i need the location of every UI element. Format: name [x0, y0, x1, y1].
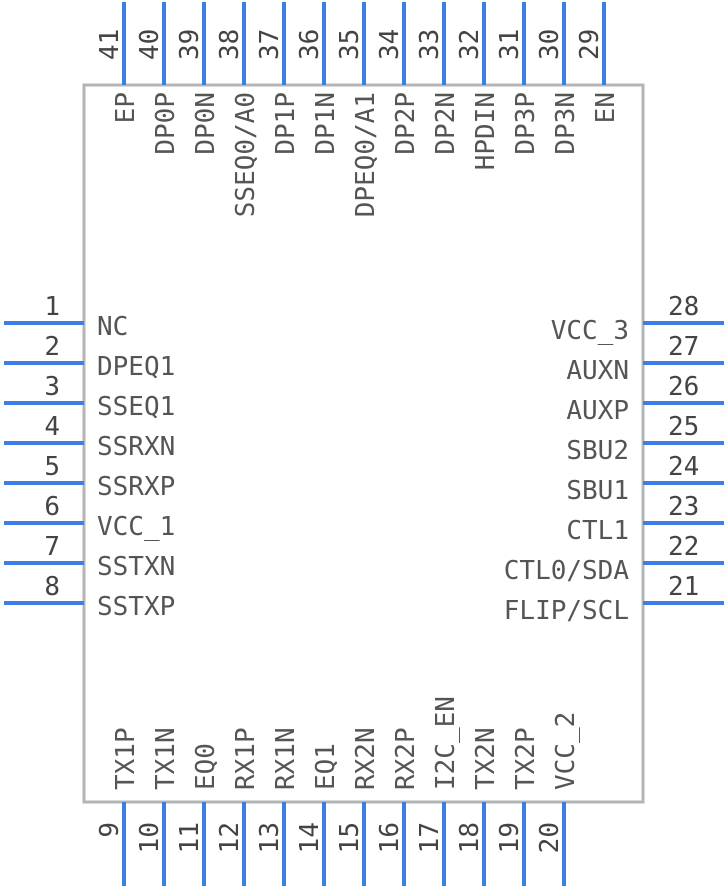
pin-label-22: CTL0/SDA	[504, 556, 630, 586]
pin-number-29: 29	[575, 29, 605, 60]
pin-label-17: I2C_EN	[431, 696, 461, 790]
pin-number-26: 26	[668, 372, 699, 402]
pin-number-21: 21	[668, 572, 699, 602]
pin-label-20: VCC_2	[551, 712, 581, 790]
pin-label-36: DP1N	[311, 92, 341, 155]
pin-label-29: EN	[591, 92, 621, 123]
pin-number-12: 12	[215, 822, 245, 853]
pin-number-7: 7	[44, 532, 60, 562]
pin-number-38: 38	[215, 29, 245, 60]
pin-number-35: 35	[335, 29, 365, 60]
pin-number-17: 17	[415, 822, 445, 853]
pin-number-33: 33	[415, 29, 445, 60]
pin-label-38: SSEQ0/A0	[231, 92, 261, 217]
pin-label-2: DPEQ1	[97, 352, 175, 382]
pin-number-14: 14	[295, 822, 325, 853]
pin-number-39: 39	[175, 29, 205, 60]
pin-number-28: 28	[668, 292, 699, 322]
pin-label-28: VCC_3	[551, 316, 629, 346]
pin-number-2: 2	[44, 332, 60, 362]
pin-label-4: SSRXN	[97, 432, 175, 462]
pin-number-18: 18	[455, 822, 485, 853]
pin-label-14: EQ1	[311, 743, 341, 790]
pin-number-3: 3	[44, 372, 60, 402]
pin-number-32: 32	[455, 29, 485, 60]
pin-number-30: 30	[535, 29, 565, 60]
pin-label-37: DP1P	[271, 92, 301, 155]
pin-number-41: 41	[95, 29, 125, 60]
pin-number-19: 19	[495, 822, 525, 853]
pin-label-12: RX1P	[231, 727, 261, 790]
pin-number-31: 31	[495, 29, 525, 60]
pin-label-8: SSTXP	[97, 592, 175, 622]
pin-number-25: 25	[668, 412, 699, 442]
pin-label-25: SBU2	[566, 436, 629, 466]
pin-label-9: TX1P	[111, 727, 141, 790]
pin-label-35: DPEQ0/A1	[351, 92, 381, 217]
pin-label-39: DP0N	[191, 92, 221, 155]
pin-number-24: 24	[668, 452, 699, 482]
pin-label-34: DP2P	[391, 92, 421, 155]
pin-number-6: 6	[44, 492, 60, 522]
pin-label-30: DP3N	[551, 92, 581, 155]
pin-label-15: RX2N	[351, 727, 381, 790]
pin-number-23: 23	[668, 492, 699, 522]
pin-number-1: 1	[44, 292, 60, 322]
pin-label-10: TX1N	[151, 727, 181, 790]
pin-number-4: 4	[44, 412, 60, 442]
pin-label-13: RX1N	[271, 727, 301, 790]
pin-label-5: SSRXP	[97, 472, 175, 502]
pin-number-9: 9	[95, 822, 125, 838]
pin-number-16: 16	[375, 822, 405, 853]
pin-number-20: 20	[535, 822, 565, 853]
pin-number-11: 11	[175, 822, 205, 853]
pin-number-36: 36	[295, 29, 325, 60]
pin-number-37: 37	[255, 29, 285, 60]
pin-label-23: CTL1	[566, 516, 629, 546]
pin-number-22: 22	[668, 532, 699, 562]
pin-number-5: 5	[44, 452, 60, 482]
pin-label-41: EP	[111, 92, 141, 123]
pin-number-8: 8	[44, 572, 60, 602]
pin-number-34: 34	[375, 29, 405, 60]
pin-label-7: SSTXN	[97, 552, 175, 582]
pin-label-16: RX2P	[391, 727, 421, 790]
pin-label-21: FLIP/SCL	[504, 596, 629, 626]
pin-number-15: 15	[335, 822, 365, 853]
pin-label-32: HPDIN	[471, 92, 501, 170]
pin-label-33: DP2N	[431, 92, 461, 155]
pin-label-40: DP0P	[151, 92, 181, 155]
pin-label-18: TX2N	[471, 727, 501, 790]
pin-number-27: 27	[668, 332, 699, 362]
pin-label-11: EQ0	[191, 743, 221, 790]
pin-number-40: 40	[135, 29, 165, 60]
pin-label-27: AUXN	[566, 356, 629, 386]
pin-label-24: SBU1	[566, 476, 629, 506]
pin-label-19: TX2P	[511, 727, 541, 790]
pin-label-26: AUXP	[566, 396, 629, 426]
pin-number-13: 13	[255, 822, 285, 853]
ic-body	[82, 83, 645, 804]
pin-label-1: NC	[97, 312, 128, 342]
pin-label-31: DP3P	[511, 92, 541, 155]
pin-label-3: SSEQ1	[97, 392, 175, 422]
pin-number-10: 10	[135, 822, 165, 853]
pin-label-6: VCC_1	[97, 512, 175, 542]
